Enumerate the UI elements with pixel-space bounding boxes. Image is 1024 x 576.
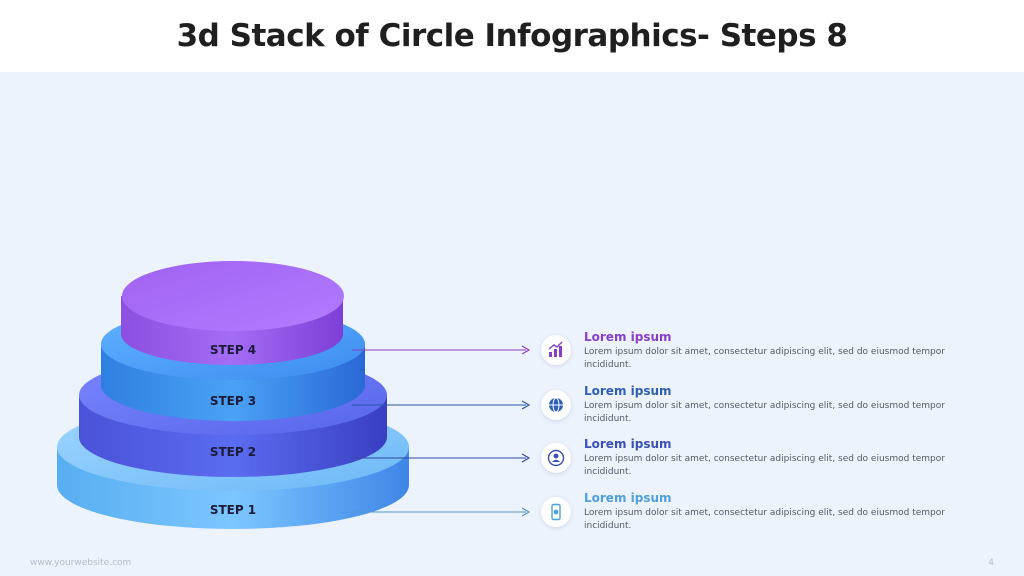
step-2-text: Lorem ipsum dolor sit amet, consectetur …: [584, 454, 945, 477]
page-title: 3d Stack of Circle Infographics- Steps 8: [176, 18, 848, 54]
mobile-payment-icon: [541, 497, 571, 527]
stacked-cylinders-diagram: STEP 1 STEP 2 STEP 3 STEP 4: [57, 261, 531, 529]
step-1-title: Lorem ipsum: [584, 491, 672, 505]
step-1-text: Lorem ipsum dolor sit amet, consectetur …: [584, 508, 945, 531]
growth-chart-icon: [541, 335, 571, 365]
step-4-title: Lorem ipsum: [584, 330, 672, 344]
step-3-text: Lorem ipsum dolor sit amet, consectetur …: [584, 401, 945, 424]
step-3-label: STEP 3: [210, 394, 256, 408]
footer-website: www.yourwebsite.com: [30, 558, 132, 568]
step-3-description: Lorem ipsum Lorem ipsum dolor sit amet, …: [584, 384, 964, 426]
diagram-stage: STEP 1 STEP 2 STEP 3 STEP 4: [0, 72, 1024, 576]
user-network-icon: [541, 443, 571, 473]
step-2-description: Lorem ipsum Lorem ipsum dolor sit amet, …: [584, 437, 964, 479]
step-1-description: Lorem ipsum Lorem ipsum dolor sit amet, …: [584, 491, 964, 533]
step-4-description: Lorem ipsum Lorem ipsum dolor sit amet, …: [584, 330, 964, 372]
step-3-title: Lorem ipsum: [584, 384, 672, 398]
step-4-text: Lorem ipsum dolor sit amet, consectetur …: [584, 347, 945, 370]
page-number: 4: [988, 558, 994, 568]
step-2-label: STEP 2: [210, 445, 256, 459]
step-1-label: STEP 1: [210, 503, 256, 517]
step-2-title: Lorem ipsum: [584, 437, 672, 451]
step-4-tier: [121, 261, 344, 365]
global-finance-icon: [541, 390, 571, 420]
step-4-label: STEP 4: [210, 343, 256, 357]
connector-arrows: [352, 345, 531, 517]
header: 3d Stack of Circle Infographics- Steps 8: [0, 0, 1024, 72]
